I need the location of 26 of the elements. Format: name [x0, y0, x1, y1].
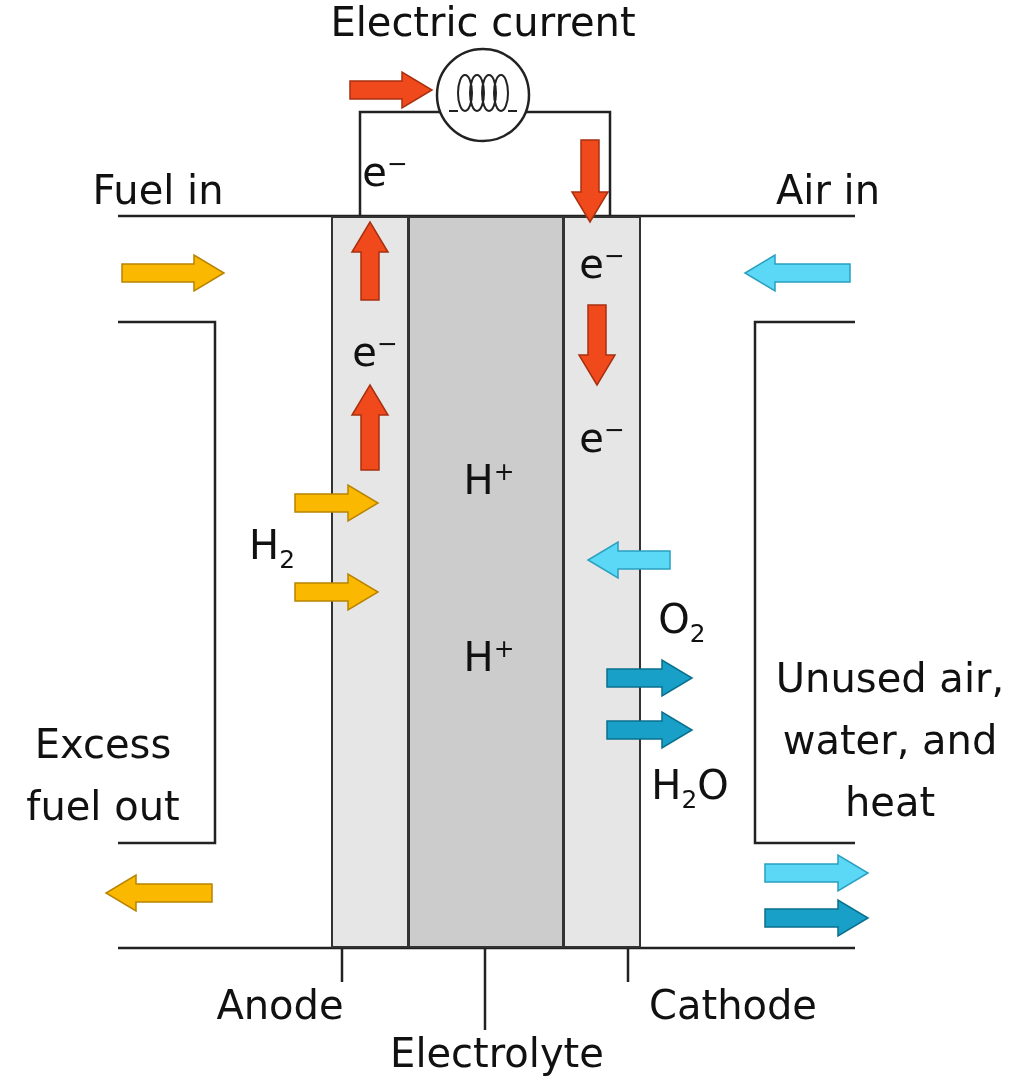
part-label: Electrolyte [390, 1031, 604, 1075]
flow-label: Fuel in [92, 168, 224, 212]
electron-label: e$^{−}$ [362, 149, 408, 195]
electron-label: e$^{−}$ [579, 415, 625, 461]
leader-line [340, 948, 344, 982]
electrolyte-layer [408, 216, 564, 948]
flow-label: Excess fuel out [25, 720, 181, 831]
gas-label: H$_{2}$ [249, 522, 295, 574]
ion-label: H$^{+}$ [463, 457, 515, 503]
part-label: Anode [216, 983, 344, 1027]
ion-label: H$^{+}$ [463, 634, 515, 680]
wire [525, 110, 612, 216]
cathode-layer [563, 216, 641, 948]
electron-label: e$^{−}$ [352, 329, 398, 375]
anode-layer [331, 216, 409, 948]
wire [358, 110, 441, 216]
electron-label: e$^{−}$ [579, 241, 625, 287]
part-label: Cathode [649, 983, 817, 1027]
flow-label: Air in [775, 168, 881, 212]
leader-line [483, 948, 487, 1030]
caption-text: Electric current [330, 0, 636, 44]
light-bulb-icon [435, 47, 531, 143]
leader-line [626, 948, 630, 982]
gas-label: O$_{2}$ [658, 596, 706, 648]
flow-label: Unused air, water, and heat [774, 654, 1006, 827]
gas-label: H$_{2}$O [651, 762, 729, 814]
